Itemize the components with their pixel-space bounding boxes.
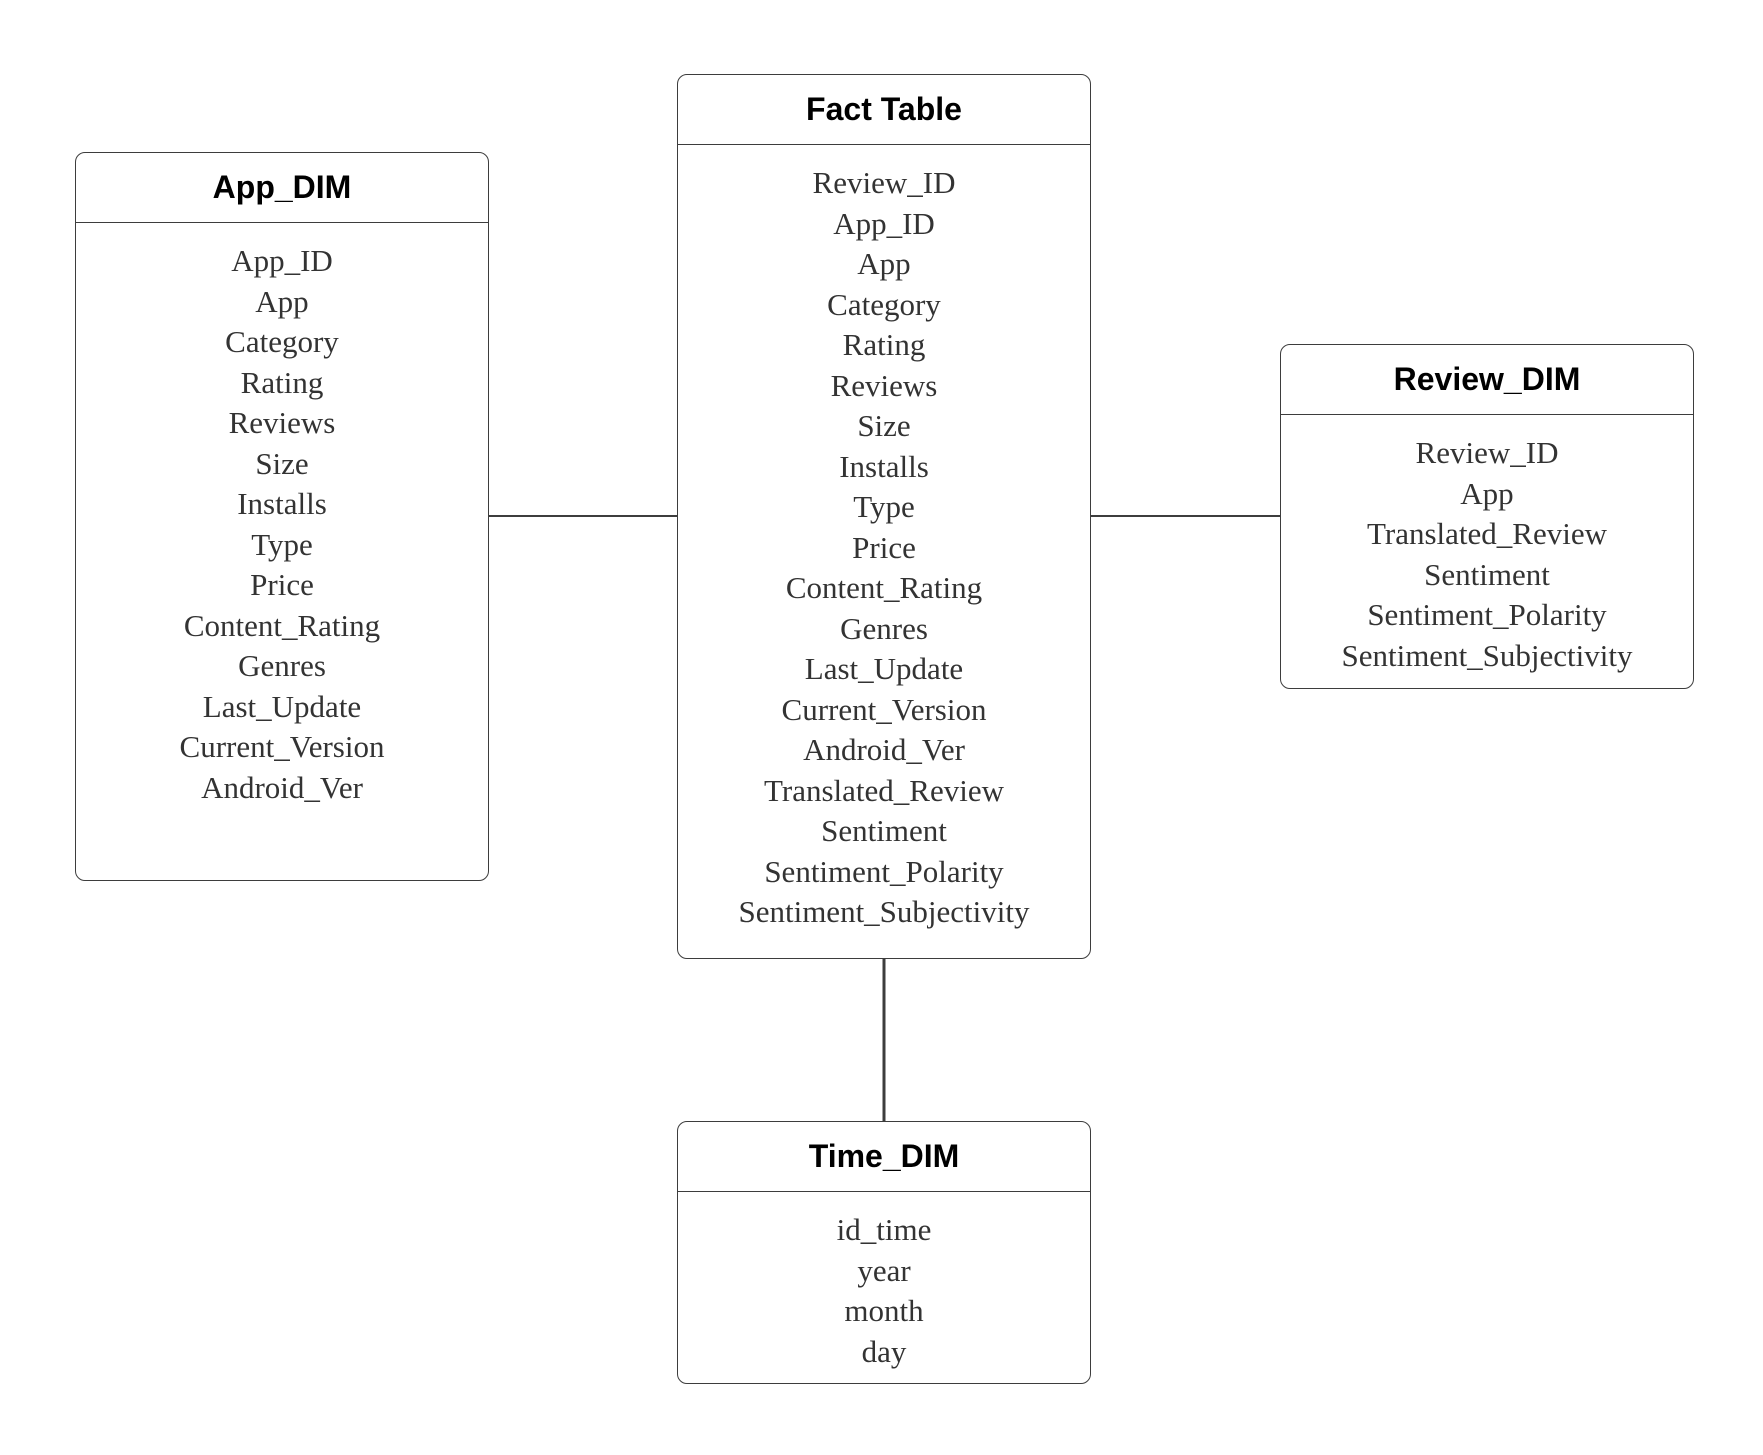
- field-row: Sentiment: [1424, 556, 1550, 592]
- review-dim-title: Review_DIM: [1281, 345, 1693, 415]
- field-row: App_ID: [231, 243, 333, 278]
- field-row: year: [857, 1252, 911, 1288]
- field-row: Rating: [842, 327, 926, 362]
- field-row: Type: [251, 526, 313, 562]
- fact-table-title: Fact Table: [678, 75, 1090, 145]
- field-row: Sentiment_Polarity: [764, 853, 1004, 889]
- field-row: Reviews: [228, 405, 336, 440]
- field-row: Category: [225, 324, 339, 359]
- field-row: month: [844, 1293, 924, 1328]
- time-dim-title: Time_DIM: [678, 1122, 1090, 1192]
- field-row: App_ID: [833, 205, 935, 241]
- field-row: Translated_Review: [1367, 516, 1607, 551]
- field-row: Size: [857, 408, 911, 443]
- field-row: Translated_Review: [764, 772, 1004, 808]
- field-row: Android_Ver: [803, 732, 965, 767]
- field-row: Category: [827, 286, 941, 322]
- field-row: Current_Version: [179, 729, 385, 764]
- field-row: Installs: [237, 486, 327, 521]
- field-row: App: [857, 246, 911, 281]
- field-row: Content_Rating: [183, 607, 381, 643]
- field-row: Sentiment: [821, 813, 947, 848]
- field-row: Genres: [238, 648, 326, 683]
- field-row: App: [1460, 475, 1514, 511]
- field-row: Current_Version: [781, 691, 987, 727]
- field-row: Sentiment_Subjectivity: [1341, 637, 1633, 673]
- field-row: Review_ID: [1415, 435, 1559, 470]
- field-row: Price: [250, 567, 314, 602]
- field-row: Installs: [839, 448, 929, 484]
- field-row: Sentiment_Subjectivity: [738, 894, 1030, 929]
- field-row: Last_Update: [202, 688, 362, 724]
- field-row: id_time: [836, 1212, 932, 1247]
- field-row: Reviews: [830, 367, 938, 403]
- field-row: App: [255, 283, 309, 319]
- field-row: Genres: [840, 610, 928, 646]
- field-row: Sentiment_Polarity: [1367, 597, 1607, 632]
- field-row: Price: [852, 529, 916, 565]
- field-row: Review_ID: [812, 165, 956, 200]
- field-row: day: [861, 1333, 907, 1369]
- field-row: Last_Update: [804, 651, 964, 686]
- field-row: Android_Ver: [201, 769, 363, 805]
- field-row: Rating: [240, 364, 324, 400]
- field-row: Size: [255, 445, 309, 481]
- field-row: Type: [853, 489, 915, 524]
- app-dim-title: App_DIM: [76, 153, 488, 223]
- field-row: Content_Rating: [785, 570, 983, 605]
